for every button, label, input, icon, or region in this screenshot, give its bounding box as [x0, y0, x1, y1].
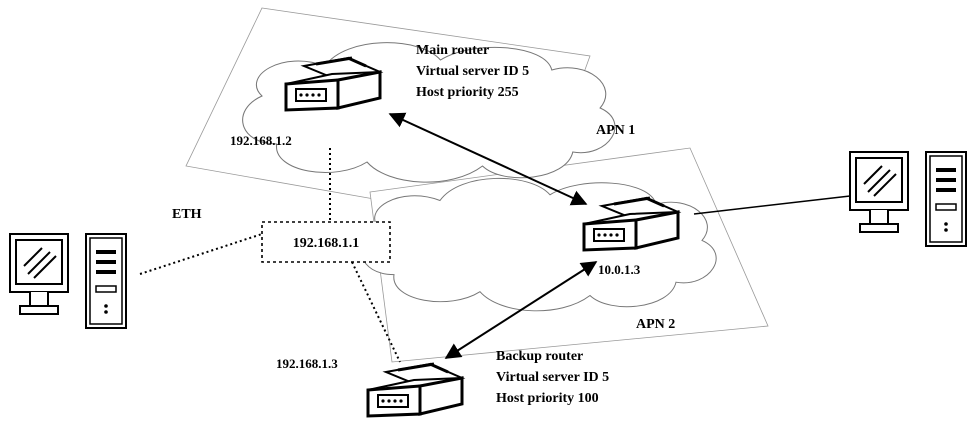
backup-router-ip: 192.168.1.3 [276, 356, 338, 371]
main-router-server-id: Virtual server ID 5 [416, 64, 529, 79]
backup-router-priority: Host priority 100 [496, 391, 599, 406]
virtual-ip-box [261, 221, 391, 263]
backup-router-icon [366, 362, 464, 418]
backup-router-server-id: Virtual server ID 5 [496, 370, 609, 385]
isp-router-ip: 10.0.1.3 [598, 262, 641, 277]
eth-link [139, 233, 263, 275]
backup-to-isp-arrow [444, 261, 598, 359]
virtual-ip-label: 192.168.1.1 [293, 236, 360, 251]
isp-to-host-link [693, 195, 851, 215]
left-computer-icon [8, 232, 128, 330]
backup-router-link [351, 261, 401, 363]
main-to-isp-arrow [388, 112, 588, 206]
backup-router-title: Backup router [496, 349, 583, 364]
apn2-label: APN 2 [636, 317, 675, 332]
right-computer-icon [848, 150, 968, 248]
main-router-title: Main router [416, 43, 489, 58]
apn1-label: APN 1 [596, 123, 635, 138]
eth-label: ETH [172, 207, 202, 222]
main-router-ip: 192.168.1.2 [230, 133, 292, 148]
main-router-priority: Host priority 255 [416, 85, 519, 100]
